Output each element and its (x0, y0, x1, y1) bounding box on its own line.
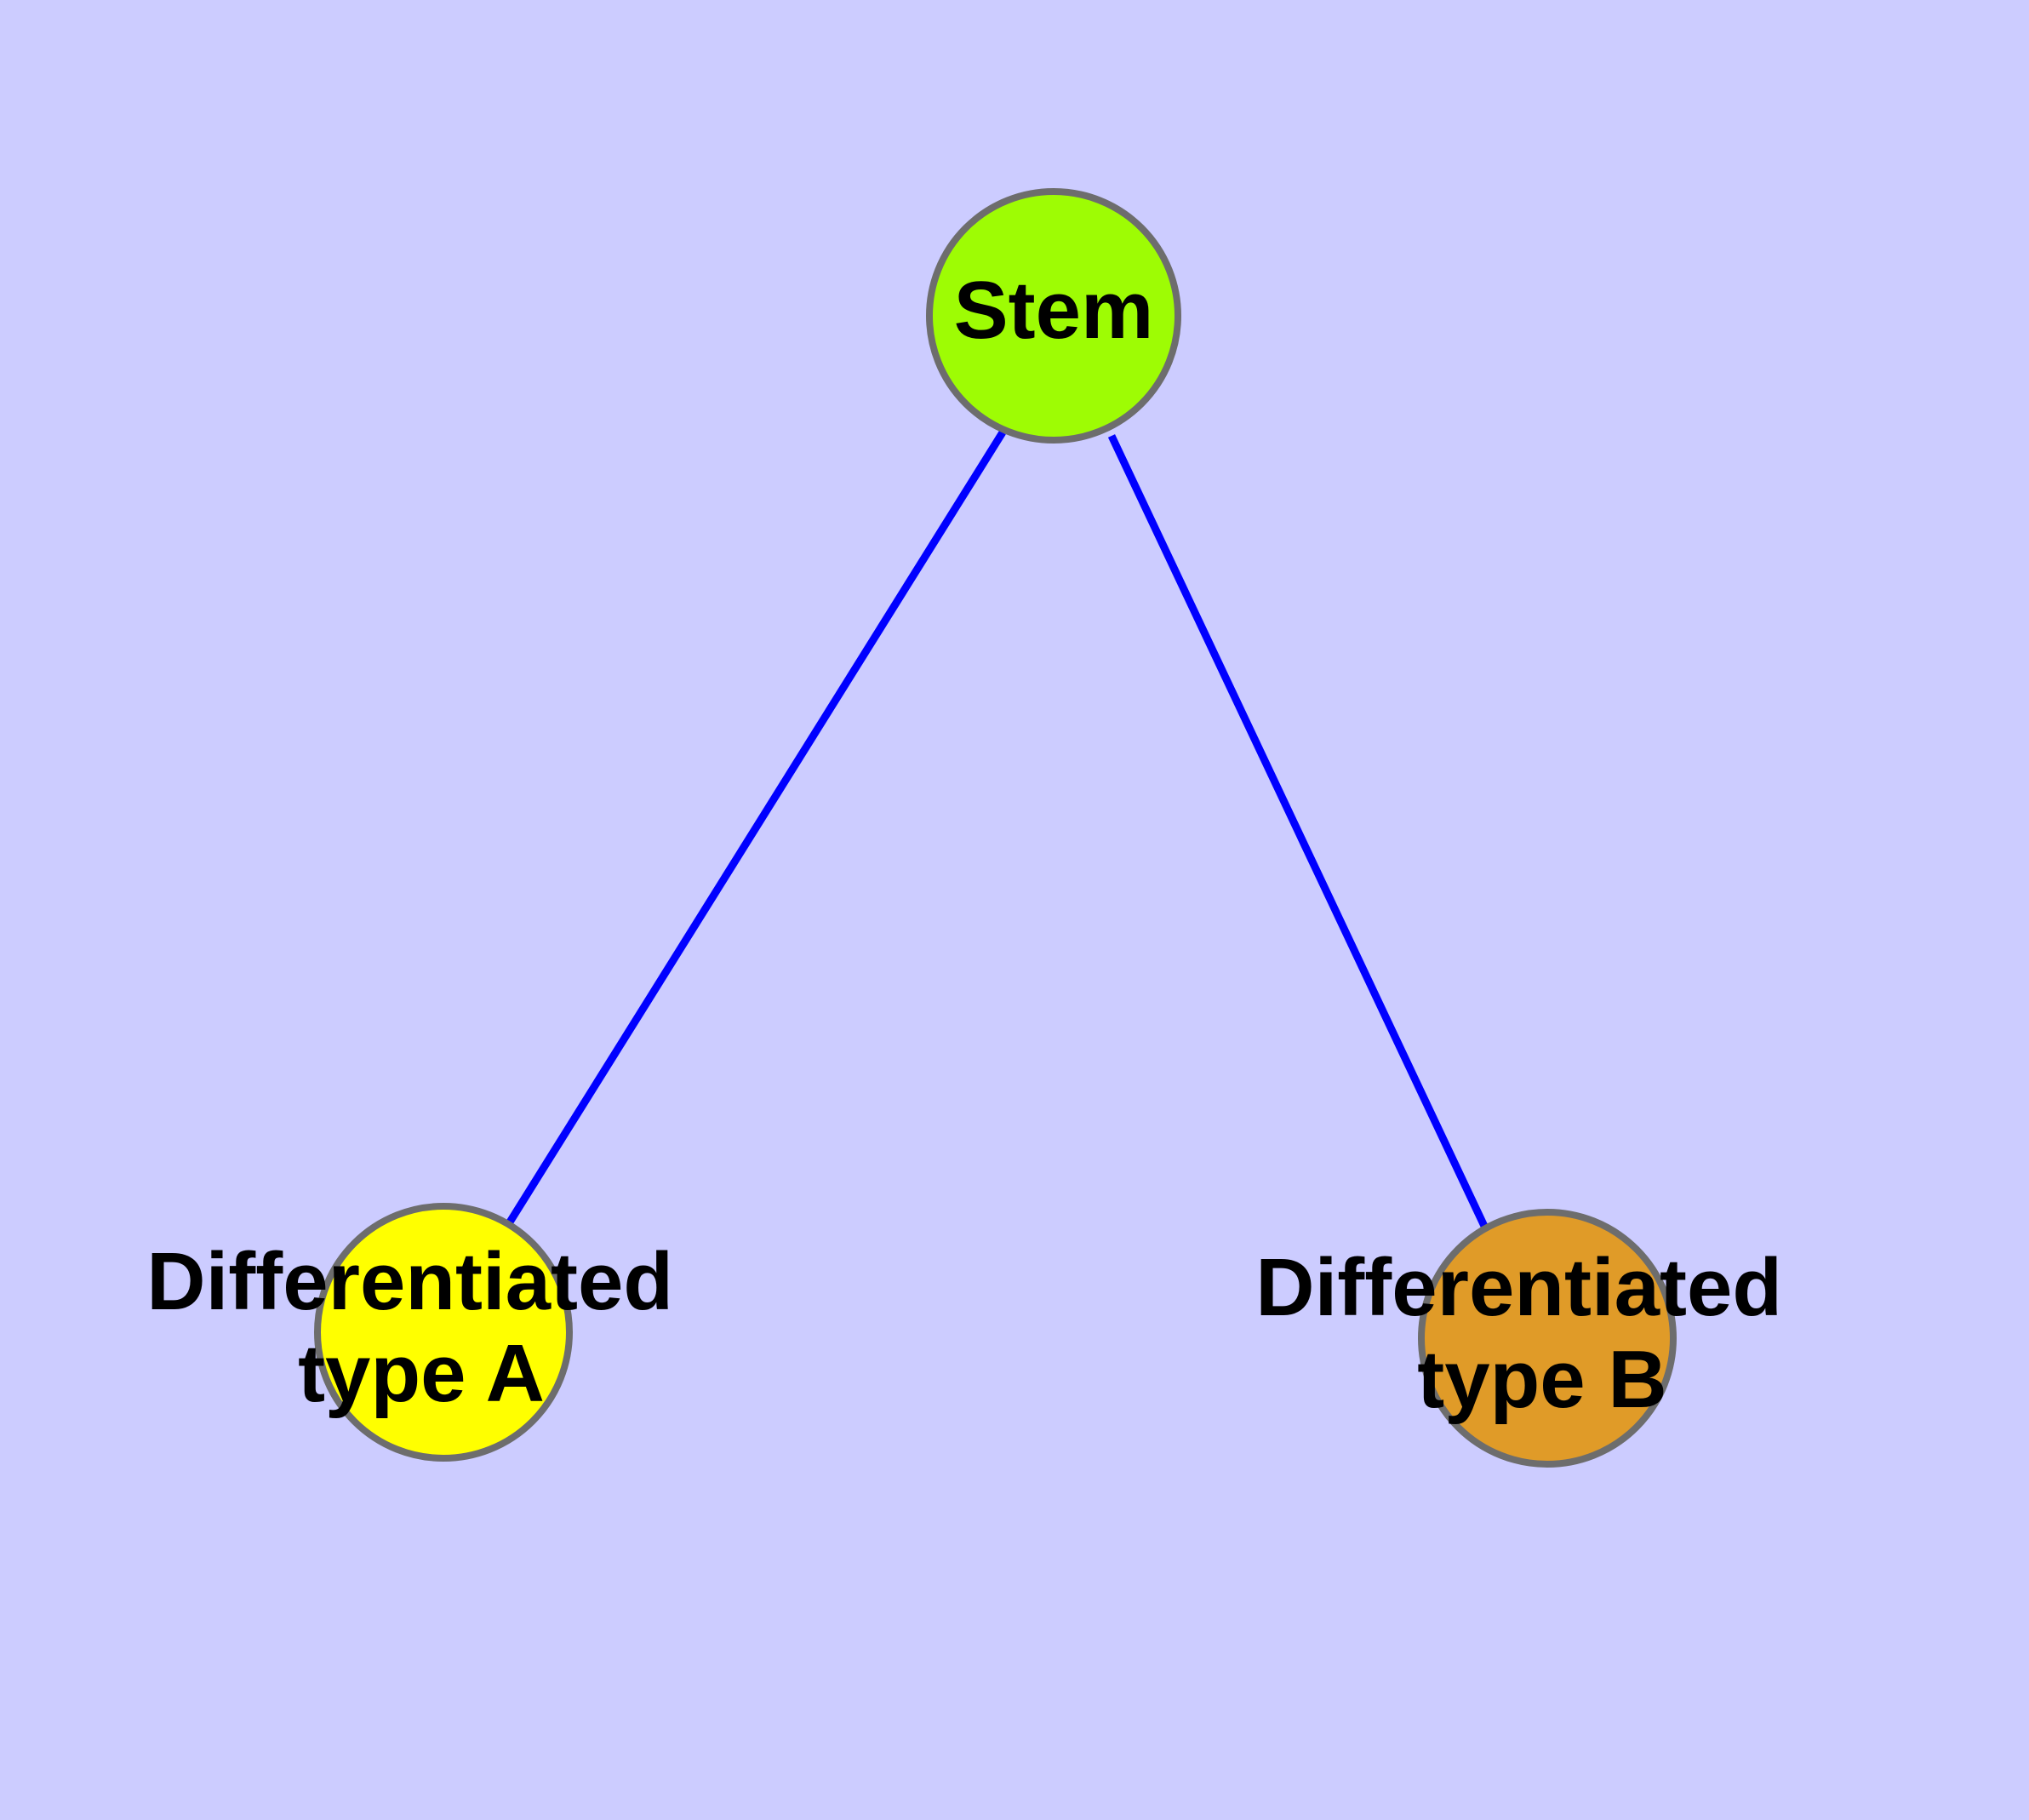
node-circle-diff-b[interactable] (1418, 1209, 1677, 1468)
node-layer (314, 188, 1677, 1468)
edge-stem-to-diff-b[interactable] (1107, 434, 1494, 1239)
node-label-diff-a: Differentiated type A (146, 1236, 695, 1419)
node-circle-diff-a[interactable] (314, 1203, 573, 1462)
node-label-diff-b: Differentiated type B (1255, 1242, 1804, 1425)
label-layer: Stem Differentiated type A Differentiate… (146, 265, 1804, 1425)
node-label-diff-b-line-2: type B (1417, 1334, 1666, 1425)
edge-stem-to-diff-a[interactable] (499, 430, 1006, 1237)
node-label-diff-b-line-1: Differentiated (1255, 1242, 1782, 1333)
node-label-diff-a-line-1: Differentiated (146, 1236, 673, 1327)
node-label-diff-a-line-2: type A (298, 1328, 545, 1419)
node-label-stem-line-1: Stem (954, 265, 1154, 356)
node-label-stem: Stem (954, 265, 1154, 356)
edge-layer (499, 430, 1494, 1239)
node-circle-stem[interactable] (926, 188, 1181, 444)
